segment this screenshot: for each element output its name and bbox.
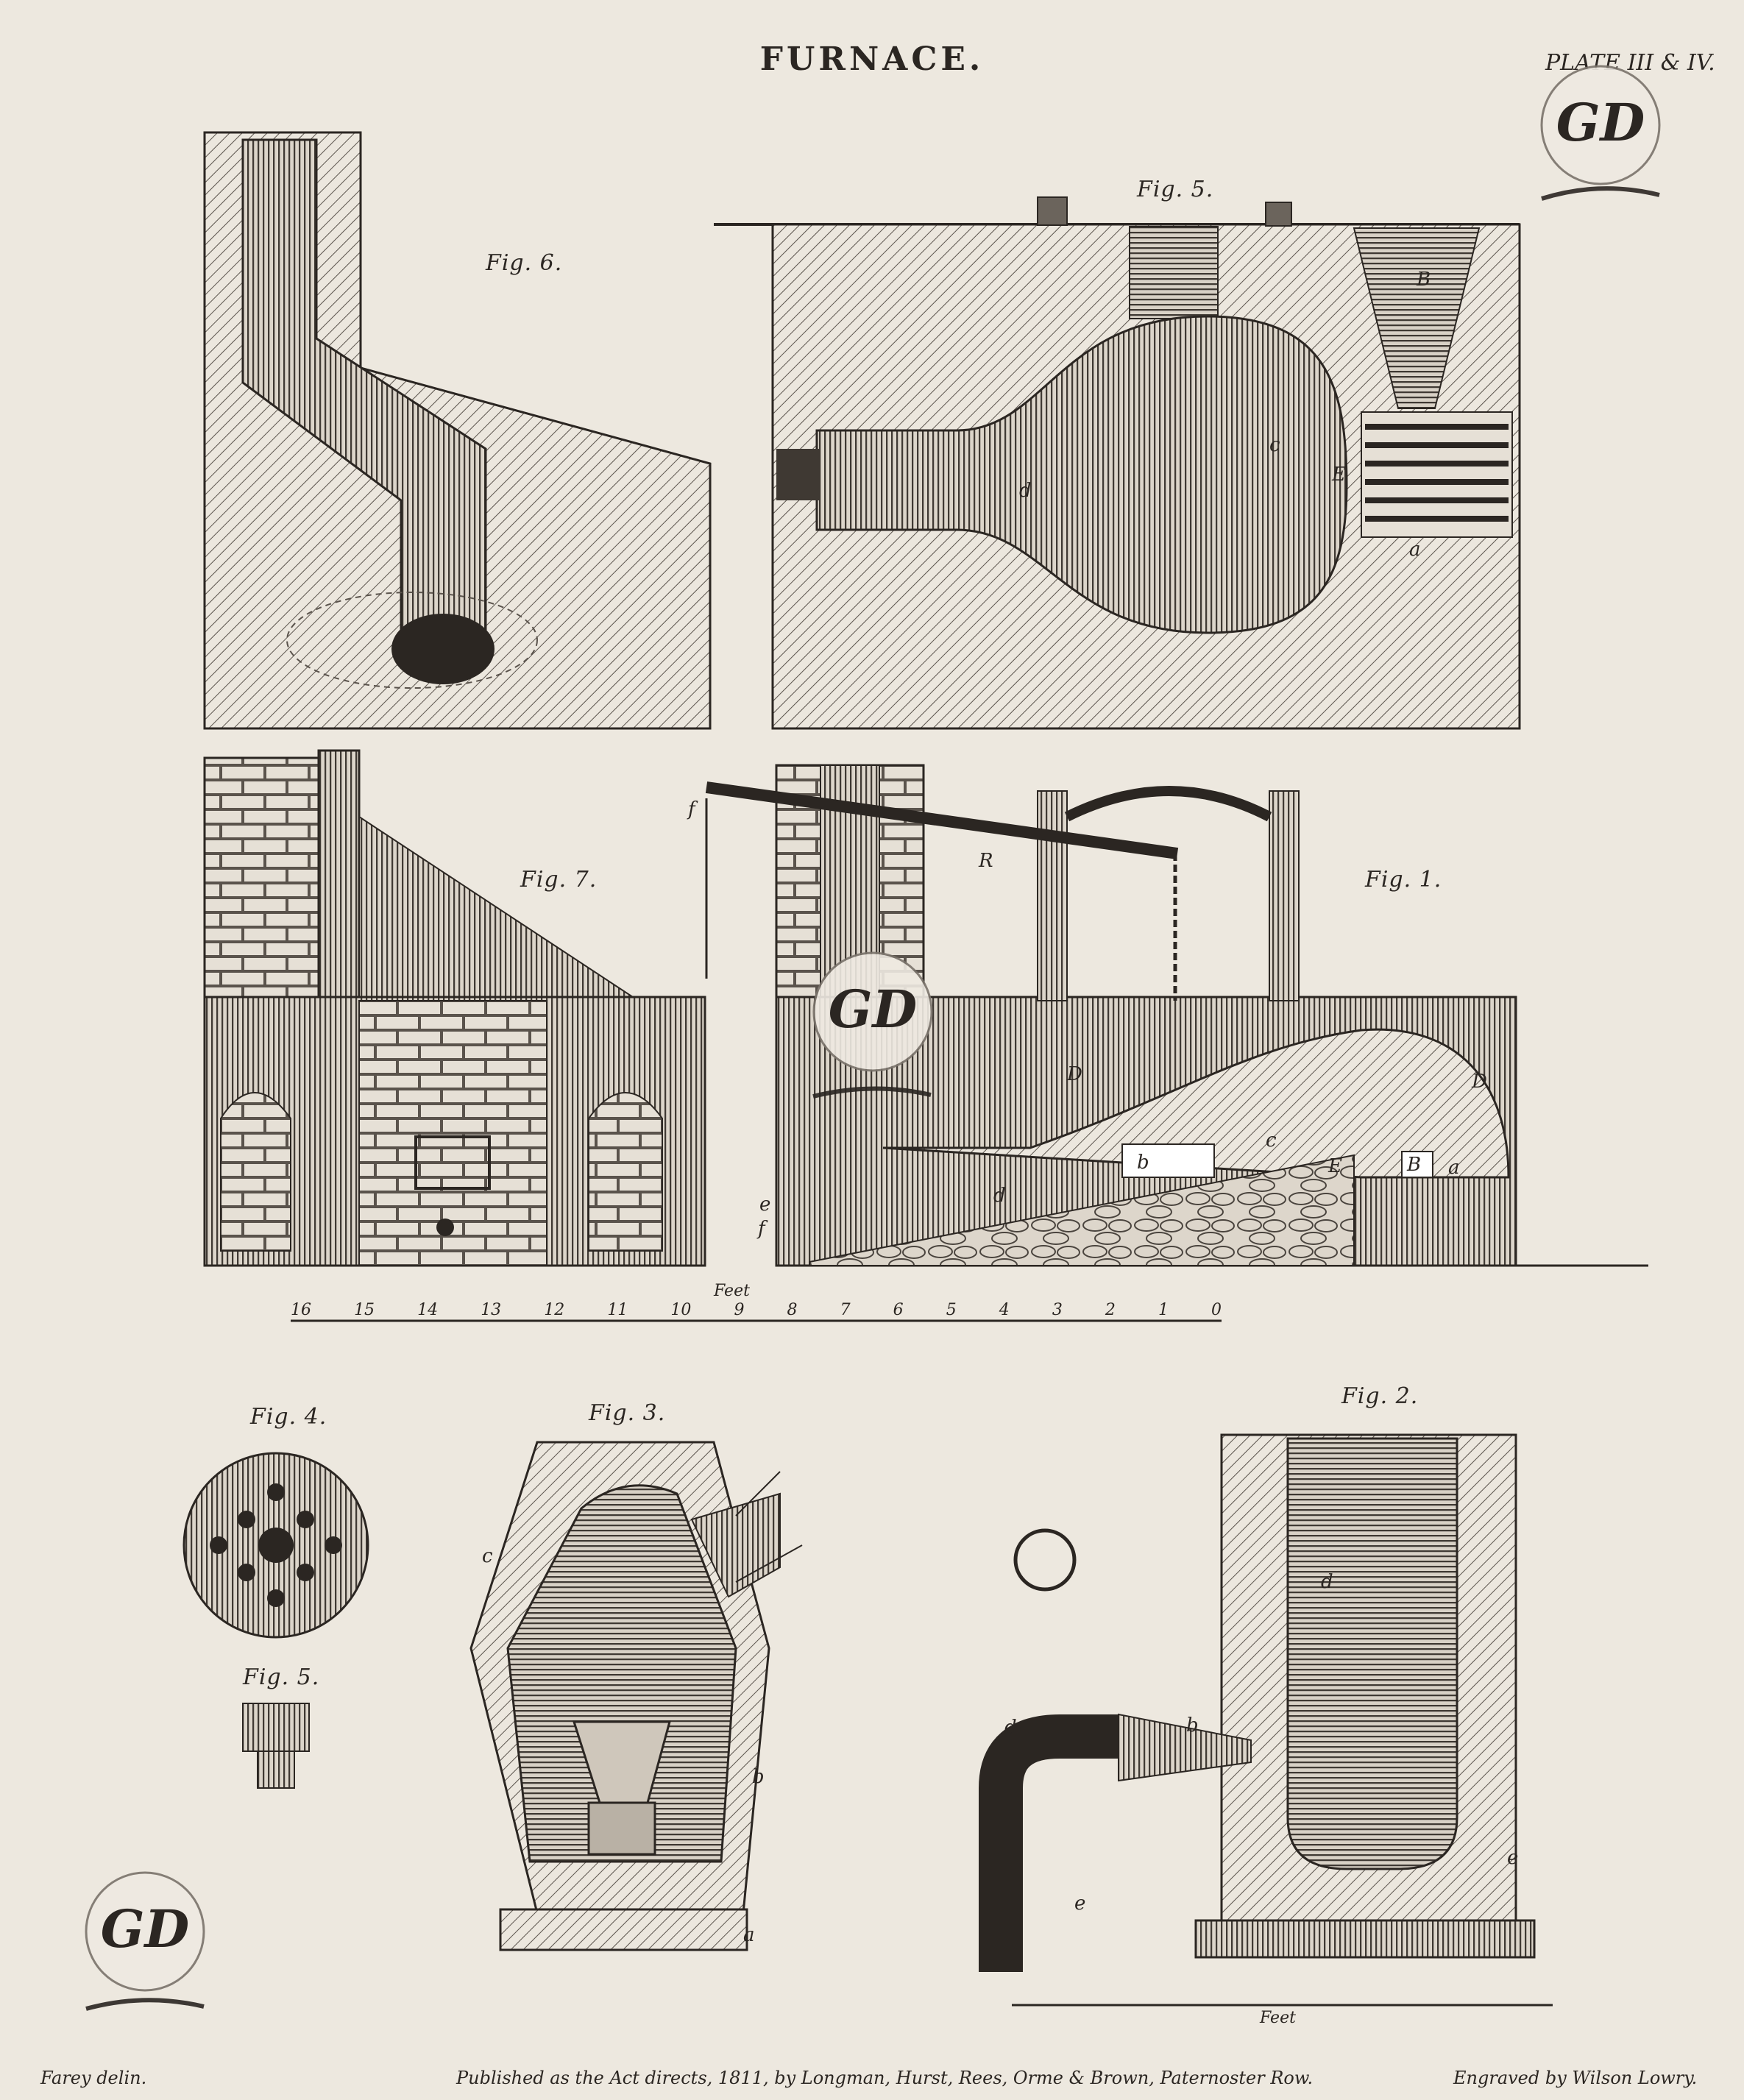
fig2-letter-d: d bbox=[1004, 1717, 1017, 1739]
fig2-letter-b: b bbox=[1186, 1714, 1199, 1737]
scale-tick: 10 bbox=[670, 1301, 692, 1319]
scale-tick: 4 bbox=[999, 1301, 1010, 1319]
fig1-letter-f: f bbox=[688, 798, 695, 820]
fig1-letter-B: B bbox=[1407, 1154, 1422, 1176]
fig3-label: Fig. 3. bbox=[589, 1400, 666, 1426]
fig5-small-drawing bbox=[242, 1703, 310, 1789]
fig5-letter-a: a bbox=[1409, 539, 1421, 561]
fig5-label: Fig. 5. bbox=[1137, 177, 1214, 202]
scale-tick: 2 bbox=[1105, 1301, 1116, 1319]
fig1-label: Fig. 1. bbox=[1365, 867, 1442, 893]
plate-title: FURNACE. bbox=[759, 40, 985, 78]
scale-tick: 15 bbox=[354, 1301, 375, 1319]
scale-tick: 6 bbox=[893, 1301, 904, 1319]
fig1-letter-f: f bbox=[758, 1218, 765, 1240]
fig2-letter-e: e bbox=[1074, 1893, 1086, 1915]
fig1-drawing bbox=[705, 764, 1648, 1267]
fig1-letter-c: c bbox=[1266, 1129, 1277, 1152]
fig7-label: Fig. 7. bbox=[520, 867, 598, 893]
fig1-letter-D: D bbox=[1472, 1071, 1487, 1093]
fig3-letter-b: b bbox=[752, 1766, 765, 1788]
scale-tick: 8 bbox=[787, 1301, 798, 1319]
fig3-letter-a: a bbox=[743, 1924, 755, 1946]
footer-engraver: Engraved by Wilson Lowry. bbox=[1453, 2068, 1698, 2088]
scale-tick: 7 bbox=[840, 1301, 851, 1319]
fig6-label: Fig. 6. bbox=[486, 250, 563, 276]
fig5-letter-B: B bbox=[1417, 269, 1431, 291]
scale-tick: 5 bbox=[946, 1301, 957, 1319]
fig1-letter-a: a bbox=[1448, 1157, 1460, 1179]
scale-tick: 1 bbox=[1158, 1301, 1169, 1319]
fig5-letter-E: E bbox=[1332, 464, 1346, 486]
scale-ticks: 16 15 14 13 12 11 10 9 8 7 6 5 4 3 2 1 0 bbox=[291, 1301, 1222, 1319]
scale-tick: 12 bbox=[544, 1301, 565, 1319]
scale-tick: 9 bbox=[734, 1301, 745, 1319]
fig2-label: Fig. 2. bbox=[1341, 1383, 1419, 1409]
gd-watermark-seal bbox=[85, 65, 1661, 2011]
scale-tick: 16 bbox=[291, 1301, 311, 1319]
fig7-drawing bbox=[203, 749, 706, 1267]
watermark-text: GD bbox=[828, 979, 918, 1040]
fig5-small-label: Fig. 5. bbox=[243, 1664, 320, 1690]
fig2-drawing bbox=[979, 1433, 1553, 2007]
footer-publisher: Published as the Act directs, 1811, by L… bbox=[456, 2068, 1314, 2088]
fig3-letter-c: c bbox=[482, 1545, 493, 1567]
scale-feet-label-bottom: Feet bbox=[1260, 2009, 1296, 2027]
footer-artist: Farey delin. bbox=[40, 2068, 147, 2088]
scale-tick: 0 bbox=[1211, 1301, 1222, 1319]
watermark-text: GD bbox=[1556, 92, 1645, 153]
fig1-letter-E: E bbox=[1328, 1155, 1342, 1177]
fig1-letter-D: D bbox=[1067, 1063, 1082, 1085]
fig5-letter-d: d bbox=[1019, 480, 1032, 502]
fig2-letter-e: e bbox=[1507, 1847, 1519, 1869]
fig1-letter-d: d bbox=[993, 1185, 1006, 1207]
scale-feet-label: Feet bbox=[714, 1282, 750, 1300]
fig4-label: Fig. 4. bbox=[250, 1404, 327, 1430]
fig6-drawing bbox=[203, 131, 712, 730]
fig1-letter-e: e bbox=[759, 1193, 771, 1216]
fig2-letter-d: d bbox=[1321, 1571, 1333, 1593]
fig4-drawing bbox=[182, 1452, 369, 1639]
fig3-drawing bbox=[469, 1441, 803, 1951]
scale-tick: 14 bbox=[417, 1301, 439, 1319]
fig1-letter-R: R bbox=[979, 850, 993, 872]
fig5-drawing bbox=[714, 196, 1521, 730]
fig1-letter-b: b bbox=[1137, 1152, 1149, 1174]
fig5-letter-c: c bbox=[1269, 434, 1280, 456]
scale-tick: 3 bbox=[1052, 1301, 1063, 1319]
scale-tick: 11 bbox=[607, 1301, 628, 1319]
scale-tick: 13 bbox=[481, 1301, 502, 1319]
watermark-text: GD bbox=[100, 1898, 190, 1959]
